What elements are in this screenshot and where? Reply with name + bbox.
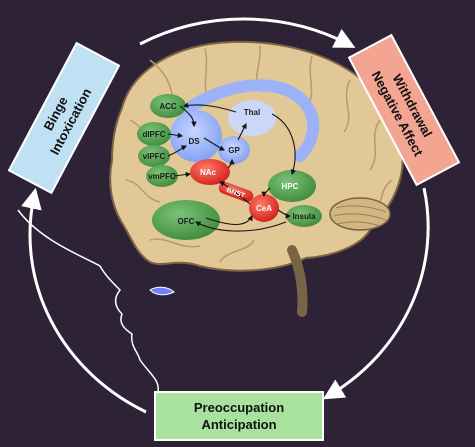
region-labels: ACC dlPFC vlPFC vmPFC OFC DS GP Thal NAc… <box>142 102 316 226</box>
vlpfc-region <box>138 145 170 167</box>
face-outline <box>17 209 177 415</box>
gp-label: GP <box>228 146 240 155</box>
conn-vlpfc-ds <box>167 145 187 157</box>
face-profile <box>17 209 177 415</box>
cycle-arrows <box>21 17 430 414</box>
cea-label: CeA <box>256 204 272 213</box>
thal-region <box>228 100 276 136</box>
stage-binge: Binge Intoxication <box>7 41 121 195</box>
arrow-preoccupation-to-binge <box>21 187 147 414</box>
conn-dlpfc-ds <box>167 132 184 139</box>
stage-withdrawal: Withdrawal Negative Affect <box>347 33 461 187</box>
dlpfc-label: dlPFC <box>142 130 165 139</box>
hpc-label: HPC <box>282 182 299 191</box>
conn-vmpfc-nac <box>173 171 192 178</box>
acc-label: ACC <box>159 102 177 111</box>
ds-label: DS <box>188 137 200 146</box>
conn-nac-gp <box>227 158 235 169</box>
vmpfc-label: vmPFC <box>148 172 176 181</box>
conn-insula-ofc <box>195 221 287 232</box>
gp-region <box>218 136 250 164</box>
conn-gp-thal <box>237 123 247 141</box>
eye-icon <box>149 286 175 296</box>
ofc-region <box>152 200 220 240</box>
arrow-withdrawal-to-preoccupation <box>322 187 430 400</box>
arrow-binge-to-withdrawal <box>139 17 356 48</box>
cerebellum-folds <box>333 205 387 227</box>
conn-thal-acc <box>182 102 237 113</box>
insula-region <box>286 205 322 227</box>
conn-acc-ds <box>179 105 197 128</box>
stage-preoccupation-line1: Preoccupation <box>194 400 284 415</box>
caudate-arch <box>180 79 320 162</box>
connection-arrows <box>167 102 296 232</box>
insula-label: Insula <box>292 212 316 221</box>
conn-cea-nac <box>219 181 251 205</box>
hpc-region <box>268 170 316 202</box>
stage-preoccupation-box <box>154 391 324 441</box>
ofc-label: OFC <box>178 217 195 226</box>
cea-region <box>249 194 279 222</box>
brain-stem <box>287 245 308 317</box>
conn-cea-insula <box>277 209 292 219</box>
vmpfc-region <box>146 165 178 187</box>
conn-hpc-cea <box>261 187 271 198</box>
nac-label: NAc <box>200 168 217 177</box>
stage-withdrawal-box <box>347 33 461 187</box>
conn-ofc-cea <box>205 215 253 226</box>
ds-region <box>170 110 222 162</box>
stage-preoccupation-line2: Anticipation <box>201 417 276 432</box>
conn-ds-gp <box>203 137 225 151</box>
dlpfc-region <box>137 122 171 146</box>
conn-thal-hpc <box>271 113 296 176</box>
vlpfc-label: vlPFC <box>143 152 166 161</box>
nac-region <box>190 159 230 185</box>
stage-binge-box <box>7 41 121 195</box>
thal-label: Thal <box>244 108 260 117</box>
stage-preoccupation: Preoccupation Anticipation <box>154 391 324 441</box>
acc-region <box>150 94 186 118</box>
